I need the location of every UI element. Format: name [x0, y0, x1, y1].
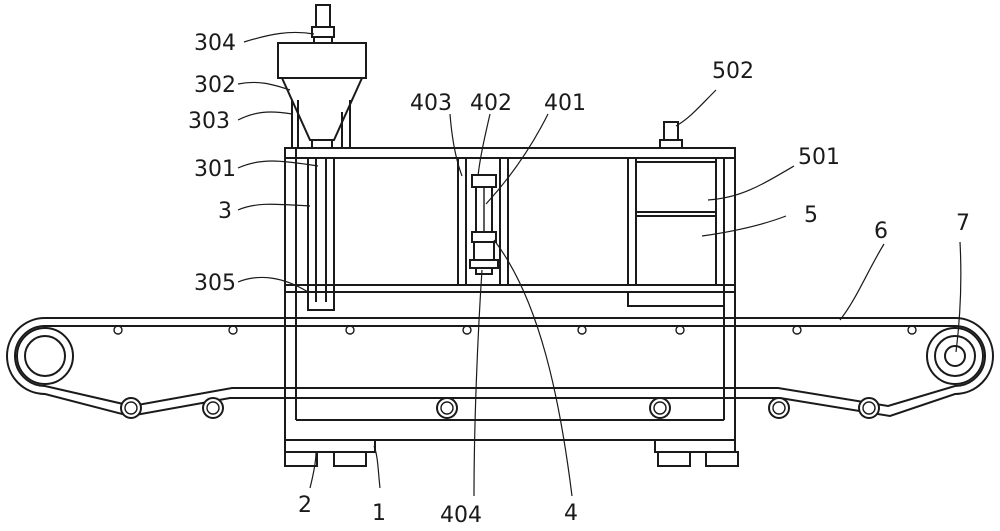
label-404: 404 [440, 503, 482, 528]
label-3: 3 [218, 199, 232, 224]
main-frame [284, 147, 736, 441]
label-302: 302 [194, 73, 236, 98]
label-401: 401 [544, 91, 586, 116]
support-feet [284, 439, 739, 467]
hopper-assembly [277, 4, 367, 311]
label-303: 303 [188, 109, 230, 134]
label-301: 301 [194, 157, 236, 182]
label-402: 402 [470, 91, 512, 116]
label-1: 1 [372, 501, 386, 526]
label-2: 2 [298, 493, 312, 518]
label-502: 502 [712, 59, 754, 84]
label-6: 6 [874, 219, 888, 244]
press-assembly [457, 157, 509, 286]
left-end-roller [16, 327, 74, 385]
label-305: 305 [194, 271, 236, 296]
leader-lines [237, 31, 962, 497]
label-4: 4 [564, 501, 578, 526]
idler-rollers [120, 397, 880, 419]
right-module [627, 121, 725, 307]
label-5: 5 [804, 203, 818, 228]
label-501: 501 [798, 145, 840, 170]
right-end-roller [926, 327, 984, 385]
label-7: 7 [956, 211, 970, 236]
label-304: 304 [194, 31, 236, 56]
conveyor-belt [6, 317, 994, 418]
reference-labels: 304 302 303 301 3 305 403 402 401 502 50… [188, 31, 970, 528]
label-403: 403 [410, 91, 452, 116]
